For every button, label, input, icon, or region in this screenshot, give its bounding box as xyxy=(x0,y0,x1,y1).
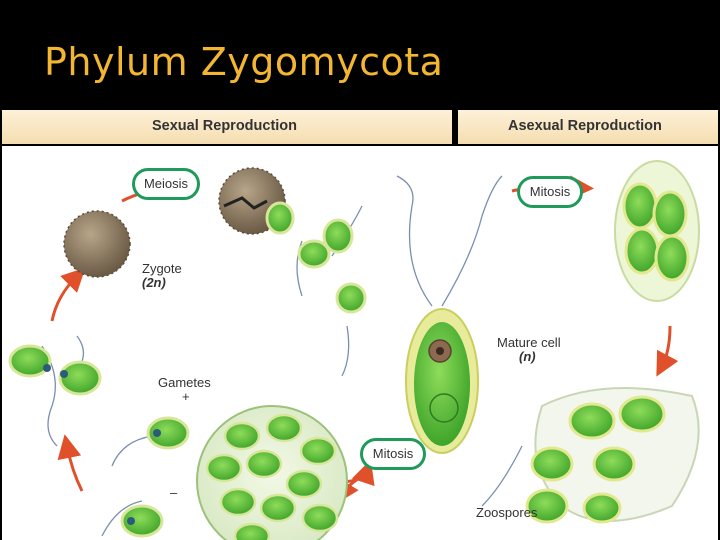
mitotic-cell-cluster xyxy=(614,160,700,302)
zygote-spore xyxy=(63,210,131,278)
mitosis-asexual-label: Mitosis xyxy=(517,176,583,208)
zoospores-label: Zoospores xyxy=(476,505,538,520)
life-cycle-figure: Sexual Reproduction Asexual Reproduction xyxy=(0,110,720,540)
diagram-illustration xyxy=(8,160,700,540)
gamete-minus-label: – xyxy=(170,485,178,500)
mature-ploidy-text: (n) xyxy=(519,349,536,365)
fusing-gametes xyxy=(8,344,102,396)
mitosis-sexual-text: Mitosis xyxy=(372,446,414,461)
released-cells xyxy=(265,201,367,314)
mitosis-asexual-text: Mitosis xyxy=(529,184,571,199)
gametes-label: Gametes + xyxy=(158,375,211,405)
zygote-ploidy-text: (2n) xyxy=(142,275,166,291)
mature-cell-text: Mature cell xyxy=(497,335,561,350)
gamete-plus-text: + xyxy=(182,389,190,405)
sexual-reproduction-header: Sexual Reproduction xyxy=(2,110,452,144)
diagram-area: Meiosis Zygote (2n) Gametes + – Mitosis … xyxy=(2,146,718,540)
zygote-label: Zygote (2n) xyxy=(142,261,182,291)
asexual-reproduction-header: Asexual Reproduction xyxy=(458,110,718,144)
asexual-reproduction-label: Asexual Reproduction xyxy=(508,118,662,134)
slide-title: Phylum Zygomycota xyxy=(44,40,444,84)
gametes-text: Gametes xyxy=(158,375,211,390)
mature-cell-label: Mature cell (n) xyxy=(497,335,561,365)
mitosis-sexual-label: Mitosis xyxy=(360,438,426,470)
gamete-sac xyxy=(196,405,348,540)
zygote-text: Zygote xyxy=(142,261,182,276)
sexual-reproduction-label: Sexual Reproduction xyxy=(152,118,298,134)
mature-cell xyxy=(405,308,479,454)
meiosis-text: Meiosis xyxy=(143,176,189,191)
meiosis-label: Meiosis xyxy=(132,168,200,200)
zoospores-sac xyxy=(525,387,700,524)
gamete-cells xyxy=(120,416,190,538)
